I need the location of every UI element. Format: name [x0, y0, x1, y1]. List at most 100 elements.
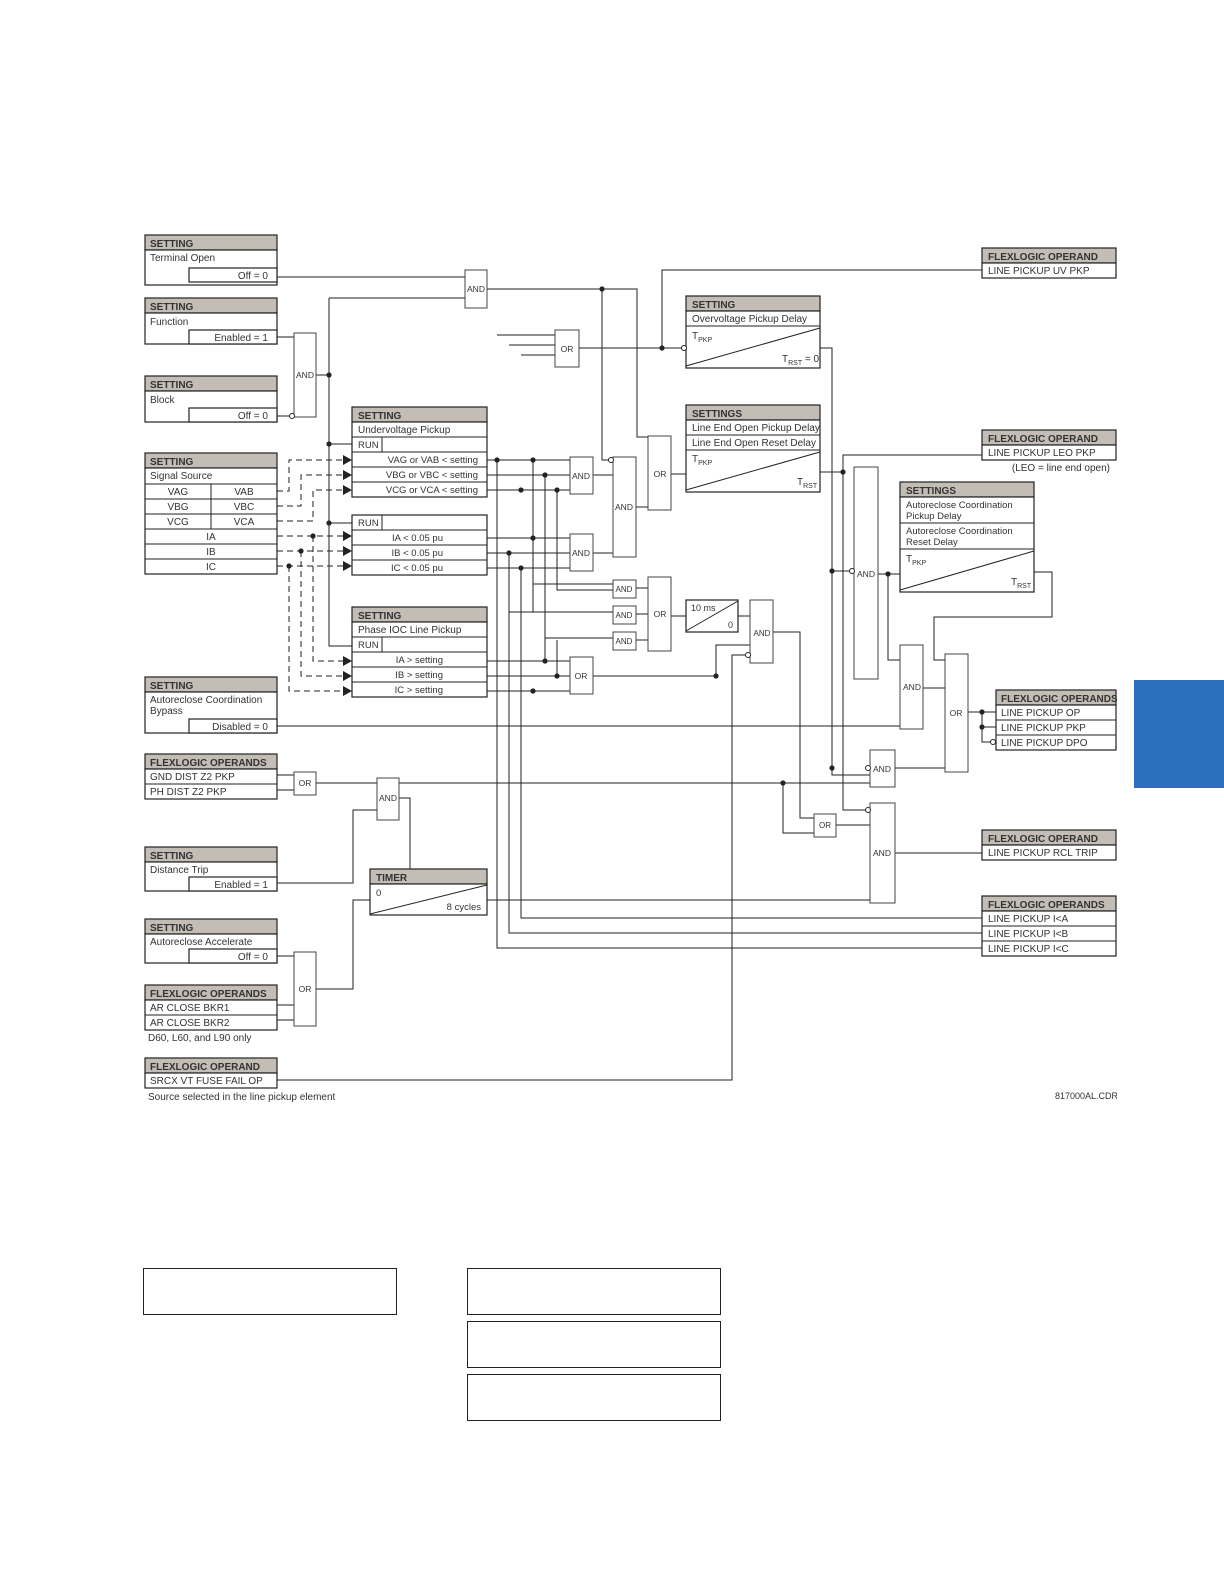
- svg-text:SETTING: SETTING: [692, 300, 736, 311]
- svg-text:AND: AND: [616, 637, 633, 646]
- input-ar-coordination-bypass: SETTING Autoreclose Coordination Bypass …: [144, 676, 278, 734]
- svg-text:LINE PICKUP PKP: LINE PICKUP PKP: [1001, 723, 1086, 734]
- empty-box-left: [143, 1268, 397, 1315]
- svg-text:(LEO = line end open): (LEO = line end open): [1012, 463, 1110, 474]
- and-gate-big: AND: [849, 466, 879, 680]
- svg-text:IA: IA: [206, 532, 216, 543]
- and-gate-dist-a: AND: [865, 749, 896, 788]
- svg-text:IA > setting: IA > setting: [396, 655, 443, 666]
- svg-text:SETTING: SETTING: [358, 611, 402, 622]
- comparator-current: RUN IA < 0.05 pu IB < 0.05 pu IC < 0.05 …: [351, 514, 488, 576]
- svg-text:RUN: RUN: [358, 518, 379, 529]
- svg-text:TPKP: TPKP: [692, 454, 712, 467]
- svg-text:TPKP: TPKP: [906, 554, 926, 567]
- svg-text:AND: AND: [467, 284, 485, 294]
- svg-text:AR CLOSE BKR1: AR CLOSE BKR1: [150, 1003, 230, 1014]
- svg-text:Distance Trip: Distance Trip: [150, 865, 209, 876]
- svg-text:AND: AND: [616, 585, 633, 594]
- or-gate-dist-z2: OR: [293, 771, 317, 796]
- svg-text:FLEXLOGIC OPERANDS: FLEXLOGIC OPERANDS: [150, 989, 267, 1000]
- svg-text:Undervoltage Pickup: Undervoltage Pickup: [358, 425, 451, 436]
- svg-text:TRST = 0: TRST = 0: [782, 354, 820, 367]
- svg-text:SETTINGS: SETTINGS: [692, 409, 742, 420]
- svg-text:Autoreclose Coordination: Autoreclose Coordination: [150, 695, 262, 706]
- svg-text:VAB: VAB: [234, 487, 254, 498]
- svg-text:AND: AND: [873, 764, 891, 774]
- and-gate-dist-trip: AND: [376, 777, 400, 821]
- svg-text:LINE PICKUP OP: LINE PICKUP OP: [1001, 708, 1081, 719]
- svg-text:Line End Open Pickup Delay: Line End Open Pickup Delay: [692, 423, 820, 434]
- svg-text:OR: OR: [819, 821, 831, 830]
- svg-text:Overvoltage Pickup Delay: Overvoltage Pickup Delay: [692, 314, 807, 325]
- svg-text:Off = 0: Off = 0: [238, 271, 269, 282]
- svg-text:IB < 0.05 pu: IB < 0.05 pu: [392, 548, 444, 559]
- or-gate-final: OR: [944, 653, 969, 773]
- svg-text:IB: IB: [206, 547, 216, 558]
- svg-text:IB > setting: IB > setting: [395, 670, 443, 681]
- and-gate-leo: AND: [608, 456, 637, 558]
- input-dist-z2: FLEXLOGIC OPERANDS GND DIST Z2 PKP PH DI…: [144, 753, 278, 800]
- svg-text:AND: AND: [379, 793, 397, 803]
- and-gate-small-3: AND: [612, 631, 637, 651]
- svg-text:Signal Source: Signal Source: [150, 471, 213, 482]
- figure-id: 817000AL.CDR: [1055, 1091, 1119, 1101]
- svg-text:LINE PICKUP RCL TRIP: LINE PICKUP RCL TRIP: [988, 848, 1098, 859]
- svg-text:Line End Open Reset Delay: Line End Open Reset Delay: [692, 438, 816, 449]
- svg-text:TRST: TRST: [1011, 577, 1032, 590]
- svg-text:VBG: VBG: [167, 502, 188, 513]
- svg-text:RUN: RUN: [358, 640, 379, 651]
- or-gate-uv-upper: OR: [554, 329, 580, 368]
- empty-box-right-1: [467, 1268, 721, 1315]
- svg-text:Enabled = 1: Enabled = 1: [214, 880, 268, 891]
- svg-text:SRCX VT FUSE FAIL OP: SRCX VT FUSE FAIL OP: [150, 1076, 263, 1087]
- output-current-low: FLEXLOGIC OPERANDS LINE PICKUP I<A LINE …: [981, 895, 1117, 957]
- svg-text:Off = 0: Off = 0: [238, 411, 269, 422]
- empty-box-right-3: [467, 1374, 721, 1421]
- or-gate-ioc: OR: [569, 656, 594, 695]
- svg-text:OR: OR: [950, 708, 963, 718]
- svg-text:0: 0: [728, 620, 733, 630]
- svg-text:0: 0: [376, 888, 381, 899]
- output-leo-pkp: FLEXLOGIC OPERAND LINE PICKUP LEO PKP (L…: [981, 429, 1117, 474]
- svg-text:OR: OR: [299, 984, 312, 994]
- input-arrows: [343, 455, 352, 696]
- svg-text:AND: AND: [857, 569, 875, 579]
- timer-10ms: 10 ms 0: [685, 599, 739, 633]
- svg-text:VCG or VCA < setting: VCG or VCA < setting: [386, 485, 478, 496]
- svg-text:PH DIST Z2 PKP: PH DIST Z2 PKP: [150, 787, 227, 798]
- svg-text:VCG: VCG: [167, 517, 189, 528]
- svg-text:FLEXLOGIC OPERANDS: FLEXLOGIC OPERANDS: [1001, 694, 1118, 705]
- and-gate-current: AND: [569, 533, 594, 572]
- empty-box-right-2: [467, 1321, 721, 1368]
- svg-text:OR: OR: [299, 778, 312, 788]
- svg-text:Bypass: Bypass: [150, 706, 183, 717]
- svg-text:LINE PICKUP DPO: LINE PICKUP DPO: [1001, 738, 1088, 749]
- logic-gates: AND AND OR AND AND AND OR AND AND AND OR…: [289, 269, 969, 1027]
- svg-text:OR: OR: [561, 344, 574, 354]
- input-vt-fuse-fail: FLEXLOGIC OPERAND SRCX VT FUSE FAIL OP S…: [144, 1057, 336, 1103]
- and-gate-terminal-open: AND: [464, 269, 488, 309]
- svg-text:OR: OR: [575, 671, 588, 681]
- svg-text:Autoreclose Coordination: Autoreclose Coordination: [906, 526, 1013, 537]
- svg-text:SETTING: SETTING: [358, 411, 402, 422]
- svg-text:VAG: VAG: [168, 487, 189, 498]
- and-gate-10ms: AND: [745, 599, 774, 664]
- svg-text:SETTING: SETTING: [150, 239, 194, 250]
- comparator-undervoltage: SETTING Undervoltage Pickup RUN VAG or V…: [351, 406, 488, 498]
- svg-text:SETTING: SETTING: [150, 457, 194, 468]
- svg-text:OR: OR: [654, 469, 667, 479]
- svg-text:FLEXLOGIC OPERAND: FLEXLOGIC OPERAND: [988, 834, 1098, 845]
- svg-text:Function: Function: [150, 317, 188, 328]
- timer-8-cycles: TIMER 0 8 cycles: [369, 868, 488, 916]
- svg-text:IC: IC: [206, 562, 216, 573]
- svg-text:IC > setting: IC > setting: [395, 685, 443, 696]
- or-gate-small: OR: [647, 576, 672, 652]
- svg-text:8 cycles: 8 cycles: [447, 902, 482, 913]
- svg-text:AND: AND: [296, 370, 314, 380]
- svg-text:Autoreclose Coordination: Autoreclose Coordination: [906, 500, 1013, 511]
- comparator-phase-ioc: SETTING Phase IOC Line Pickup RUN IA > s…: [351, 606, 488, 698]
- svg-text:LINE PICKUP I<C: LINE PICKUP I<C: [988, 944, 1069, 955]
- svg-text:SETTING: SETTING: [150, 302, 194, 313]
- svg-text:VAG or VAB < setting: VAG or VAB < setting: [388, 455, 478, 466]
- svg-text:VCA: VCA: [234, 517, 255, 528]
